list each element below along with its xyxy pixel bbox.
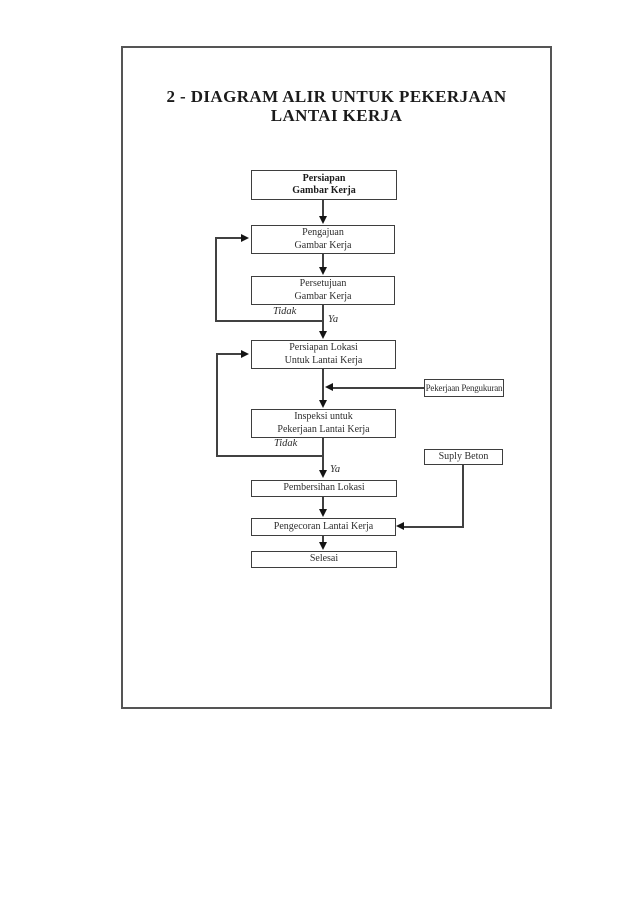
node-label: Pengecoran Lantai Kerja xyxy=(273,520,374,532)
node-pembersihan-lokasi: Pembersihan Lokasi xyxy=(251,480,397,497)
label-ya-persetujuan: Ya xyxy=(328,314,339,325)
connector-pengukuran-to-flow xyxy=(333,387,424,389)
connector-persetujuan-to-persiapan-lokasi xyxy=(322,305,324,332)
connector-persiapan-to-pengajuan xyxy=(322,200,324,217)
arrowhead-left-icon xyxy=(325,383,333,391)
connector-inspeksi-to-pembersihan xyxy=(322,438,324,471)
node-label: Pengajuan xyxy=(302,227,344,238)
node-label: Suply Beton xyxy=(438,450,489,462)
loop-inspeksi-tidak-top xyxy=(216,353,241,355)
connector-pengajuan-to-persetujuan xyxy=(322,254,324,268)
node-suply-beton: Suply Beton xyxy=(424,449,503,465)
connector-persiapan-lokasi-to-inspeksi xyxy=(322,369,324,401)
diagram-title-line1: 2 - DIAGRAM ALIR UNTUK PEKERJAAN xyxy=(166,87,507,106)
node-label: Gambar Kerja xyxy=(292,185,356,196)
diagram-title-line2: LANTAI KERJA xyxy=(270,106,403,125)
node-label: Untuk Lantai Kerja xyxy=(284,354,363,366)
arrowhead-down-icon xyxy=(319,509,327,517)
node-pekerjaan-pengukuran: Pekerjaan Pengukuran xyxy=(424,379,504,397)
node-selesai: Selesai xyxy=(251,551,397,568)
loop-inspeksi-tidak-bottom xyxy=(216,455,324,457)
node-label: Pembersihan Lokasi xyxy=(283,482,365,494)
node-persiapan-lokasi-untuk-lantai-kerja: Persiapan Lokasi Untuk Lantai Kerja xyxy=(251,340,396,369)
arrowhead-down-icon xyxy=(319,470,327,478)
loop-inspeksi-tidak-vertical xyxy=(216,354,218,457)
node-pengajuan-gambar-kerja: Pengajuan Gambar Kerja xyxy=(251,225,395,254)
label-ya-inspeksi: Ya xyxy=(330,464,341,475)
label-tidak-inspeksi: Tidak xyxy=(274,438,298,449)
connector-suply-beton-vertical xyxy=(462,465,464,528)
label-tidak-persetujuan: Tidak xyxy=(273,306,297,317)
node-label: Gambar Kerja xyxy=(294,239,352,251)
node-label: Selesai xyxy=(309,553,339,565)
loop-persetujuan-tidak-vertical xyxy=(215,238,217,322)
node-persiapan-gambar-kerja: Persiapan Gambar Kerja xyxy=(251,170,397,200)
node-inspeksi-untuk-pekerjaan-lantai-kerja: Inspeksi untuk Pekerjaan Lantai Kerja xyxy=(251,409,396,438)
arrowhead-down-icon xyxy=(319,216,327,224)
connector-pembersihan-to-pengecoran xyxy=(322,497,324,510)
node-label: Gambar Kerja xyxy=(294,290,352,302)
arrowhead-down-icon xyxy=(319,331,327,339)
arrowhead-right-icon xyxy=(241,234,249,242)
node-label: Inspeksi untuk xyxy=(294,411,353,422)
page-border xyxy=(121,46,552,709)
arrowhead-down-icon xyxy=(319,542,327,550)
node-persetujuan-gambar-kerja: Persetujuan Gambar Kerja xyxy=(251,276,395,305)
arrowhead-right-icon xyxy=(241,350,249,358)
node-label: Persiapan Lokasi xyxy=(289,342,358,353)
node-label: Pekerjaan Lantai Kerja xyxy=(277,423,370,435)
arrowhead-left-icon xyxy=(396,522,404,530)
node-pengecoran-lantai-kerja: Pengecoran Lantai Kerja xyxy=(251,518,396,536)
node-label: Persiapan xyxy=(302,172,346,184)
node-label: Pekerjaan Pengukuran xyxy=(425,382,503,393)
connector-suply-beton-horizontal xyxy=(404,526,464,528)
diagram-title: 2 - DIAGRAM ALIR UNTUK PEKERJAAN LANTAI … xyxy=(121,87,552,125)
arrowhead-down-icon xyxy=(319,267,327,275)
node-label: Persetujuan xyxy=(299,278,347,289)
connector-pengecoran-to-selesai xyxy=(322,536,324,543)
loop-persetujuan-tidak-bottom xyxy=(215,320,324,322)
loop-persetujuan-tidak-top xyxy=(215,237,241,239)
arrowhead-down-icon xyxy=(319,400,327,408)
